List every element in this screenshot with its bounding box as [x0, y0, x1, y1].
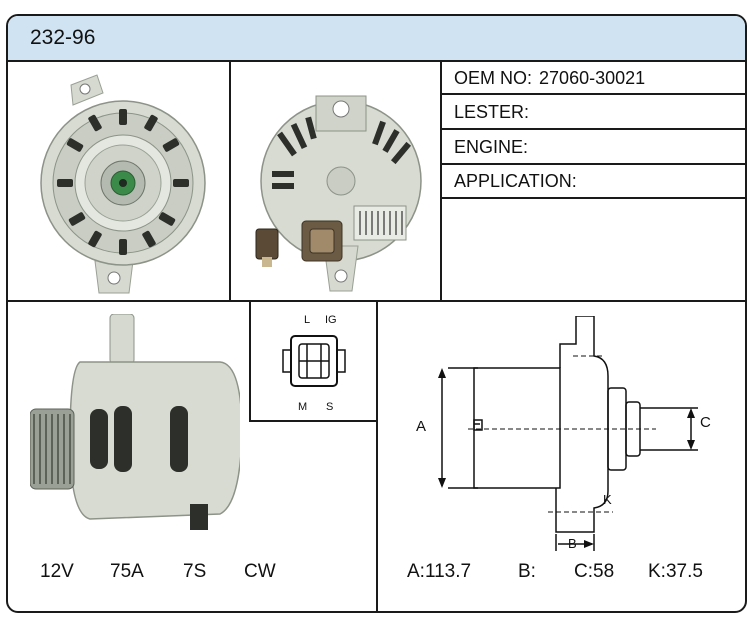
- dim-b-value: B:: [518, 561, 536, 582]
- divider: [440, 60, 442, 300]
- amperage-text: 75A: [110, 561, 144, 582]
- pin-m-label: M: [298, 401, 308, 413]
- dim-k-value: K:37.5: [648, 561, 703, 582]
- dim-a-value: A:113.7: [407, 561, 472, 582]
- connector-diagram: [282, 335, 346, 387]
- dim-c-value: C:58: [574, 561, 615, 582]
- header-bar: 232-96: [8, 16, 745, 62]
- dim-b-label: B: [568, 536, 577, 551]
- part-number: 232-96: [30, 26, 96, 49]
- pin-s-label: S: [326, 401, 334, 413]
- alternator-front-view-image: [40, 74, 206, 294]
- divider: [249, 420, 377, 422]
- divider: [440, 197, 745, 199]
- pin-ig-label: IG: [325, 314, 337, 326]
- divider: [440, 93, 745, 95]
- application-row: APPLICATION:: [454, 171, 579, 192]
- divider: [440, 163, 745, 165]
- voltage-text: 12V: [40, 561, 74, 582]
- engine-row: ENGINE:: [454, 137, 530, 158]
- dimension-drawing: [438, 316, 698, 551]
- engine-label: ENGINE:: [454, 137, 529, 157]
- oem-row: OEM NO: 27060-30021: [454, 68, 645, 89]
- pulley-text: 7S: [183, 561, 207, 582]
- rotation-text: CW: [244, 561, 276, 582]
- oem-label: OEM NO:: [454, 68, 533, 88]
- lester-row: LESTER:: [454, 102, 531, 123]
- divider: [229, 60, 231, 300]
- lester-label: LESTER:: [454, 102, 530, 122]
- divider: [440, 128, 745, 130]
- divider: [376, 300, 378, 611]
- dim-c-label: C: [700, 414, 711, 431]
- product-card: 232-96 OEM NO: 27060-30021 LESTER: ENGIN…: [6, 14, 747, 613]
- dim-k-label: K: [603, 492, 612, 507]
- divider: [249, 300, 251, 422]
- oem-value: 27060-30021: [539, 68, 646, 88]
- application-label: APPLICATION:: [454, 171, 577, 191]
- alternator-side-view-image: [30, 314, 240, 530]
- pin-l-label: L: [304, 314, 311, 326]
- alternator-rear-view-image: [255, 95, 422, 292]
- dim-a-label: A: [416, 418, 427, 435]
